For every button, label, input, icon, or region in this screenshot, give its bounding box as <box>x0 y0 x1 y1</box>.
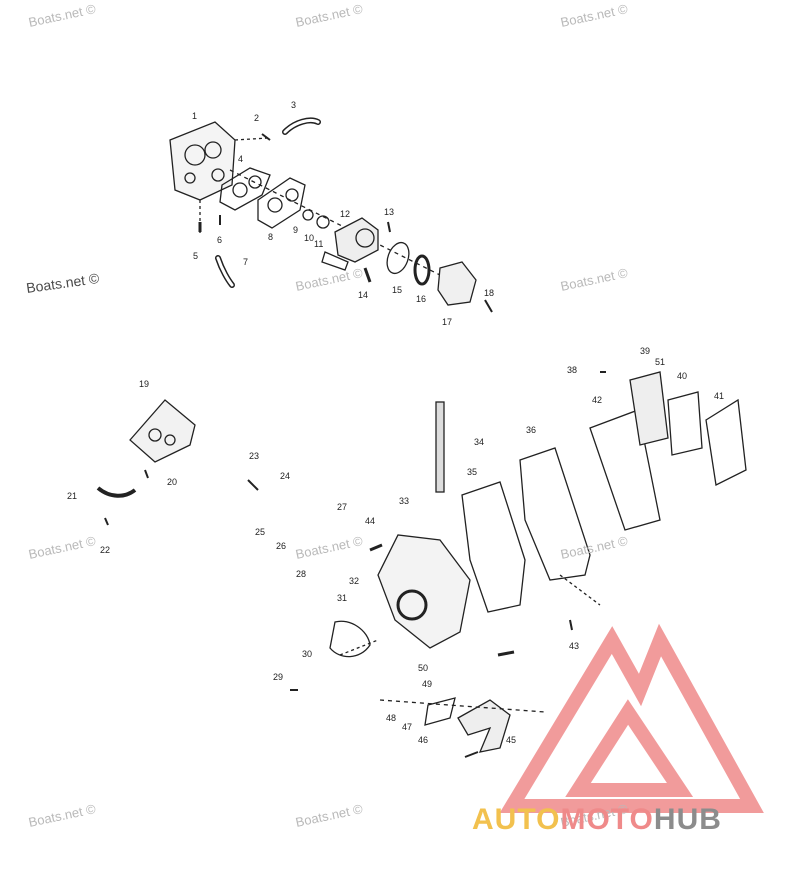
part-number: 26 <box>276 541 287 551</box>
part-number: 25 <box>255 527 266 537</box>
part-number: 3 <box>291 100 297 110</box>
part-number: 51 <box>655 357 666 367</box>
part-number: 2 <box>254 113 260 123</box>
logo-hub: HUB <box>653 803 722 836</box>
part-number: 10 <box>304 233 315 243</box>
part-number: 5 <box>193 251 199 261</box>
logo-auto: AUTO <box>472 803 561 836</box>
part-number: 1 <box>192 111 198 121</box>
part-number: 31 <box>337 593 348 603</box>
part-number: 19 <box>139 379 150 389</box>
part-number: 6 <box>217 235 223 245</box>
part-number: 18 <box>484 288 495 298</box>
part-number: 39 <box>640 346 651 356</box>
gasket-4 <box>219 167 271 211</box>
part-number: 22 <box>100 545 111 555</box>
part-number: 44 <box>365 516 376 526</box>
part-number: 34 <box>474 437 485 447</box>
part-number: 30 <box>302 649 313 659</box>
part-number: 41 <box>714 391 725 401</box>
part-number: 48 <box>386 713 397 723</box>
part-number: 17 <box>442 317 453 327</box>
cover-17 <box>437 261 477 306</box>
part-number: 21 <box>67 491 78 501</box>
part-number: 4 <box>238 154 244 164</box>
part-number: 28 <box>296 569 307 579</box>
part-number: 13 <box>384 207 395 217</box>
part-number: 50 <box>418 663 429 673</box>
logo-wordmark: AUTOMOTOHUB <box>472 803 722 837</box>
part-number: 43 <box>569 641 580 651</box>
part-number: 29 <box>273 672 284 682</box>
part-number: 45 <box>506 735 517 745</box>
part-number: 24 <box>280 471 291 481</box>
part-number: 46 <box>418 735 429 745</box>
part-number: 15 <box>392 285 403 295</box>
part-number: 38 <box>567 365 578 375</box>
part-number: 49 <box>422 679 433 689</box>
part-number: 8 <box>268 232 274 242</box>
part-number: 7 <box>243 257 249 267</box>
part-number: 16 <box>416 294 427 304</box>
part-number: 35 <box>467 467 478 477</box>
part-number: 14 <box>358 290 369 300</box>
intake-body-33 <box>377 534 471 649</box>
part-number: 36 <box>526 425 537 435</box>
part-number: 12 <box>340 209 351 219</box>
part-number: 40 <box>677 371 688 381</box>
plate-19 <box>129 399 196 463</box>
gasket-8 <box>257 177 306 229</box>
logo-moto: MOTO <box>560 803 654 836</box>
part-number: 33 <box>399 496 410 506</box>
part-number: 42 <box>592 395 603 405</box>
part-number: 11 <box>314 239 324 249</box>
part-number: 20 <box>167 477 178 487</box>
part-number: 32 <box>349 576 360 586</box>
part-number: 27 <box>337 502 348 512</box>
part-number: 9 <box>293 225 299 235</box>
part-number: 47 <box>402 722 413 732</box>
part-number: 23 <box>249 451 260 461</box>
